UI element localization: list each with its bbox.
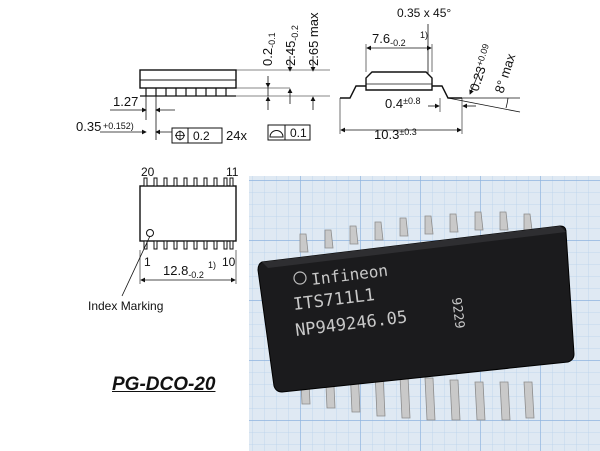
- chamfer-label: 0.35 x 45°: [397, 6, 451, 20]
- side-view: 1.27 0.35 +0.152) 0.2 24x 0.1 0.2-0.1: [76, 12, 330, 144]
- position-tolerance-count: 24x: [226, 128, 247, 143]
- body-width-label: 7.6-0.2: [372, 31, 406, 48]
- pin-20-label: 20: [141, 165, 155, 179]
- top-view: 20 11 1 10 12.8-0.2 1) Index Marking: [88, 165, 239, 313]
- flatness-tolerance-box: [267, 124, 311, 141]
- body-width-note: 1): [420, 30, 428, 40]
- top-view-top-leads: [143, 177, 234, 187]
- top-view-bottom-leads: [143, 240, 234, 250]
- chip-photo: Infineon ITS711L1 NP949246.05 9229: [249, 176, 600, 451]
- side-view-leads: [140, 88, 236, 97]
- pin-1-label: 1: [144, 255, 151, 269]
- side-view-body: [139, 69, 237, 89]
- max-height-label: 2.65 max: [306, 12, 321, 66]
- chip-leads: [299, 211, 535, 421]
- pin-10-label: 10: [222, 255, 236, 269]
- standoff-label: 0.2-0.1: [260, 32, 277, 66]
- foot-length-label: 0.4±0.8: [385, 96, 421, 111]
- body-height-label: 2.45-0.2: [283, 25, 300, 66]
- index-marking-label: Index Marking: [88, 299, 163, 313]
- end-view: 0.35 x 45° 7.6-0.2 1) 0.23+0.09 8° max 0…: [339, 6, 521, 142]
- lead-width-tol: +0.152): [103, 121, 134, 131]
- end-view-left-lead: [340, 85, 366, 99]
- body-length-note: 1): [208, 260, 216, 270]
- position-tolerance-box: [171, 127, 223, 144]
- pin-11-label: 11: [226, 165, 239, 179]
- position-tolerance-value: 0.2: [193, 129, 210, 143]
- pitch-label: 1.27: [113, 94, 138, 109]
- chip-marking-date: 9229: [448, 297, 467, 330]
- lead-thickness-label: 0.23+0.09: [467, 43, 496, 93]
- end-view-right-lead: [432, 85, 462, 99]
- flatness-symbol-icon: [269, 130, 284, 138]
- chip-body: [257, 225, 575, 393]
- position-symbol-icon: [175, 130, 185, 141]
- lead-angle-label: 8° max: [492, 51, 519, 95]
- package-name: PG-DCO-20: [112, 374, 216, 395]
- top-view-body: [139, 185, 237, 242]
- overall-width-label: 10.3±0.3: [374, 127, 417, 142]
- lead-width-label: 0.35: [76, 119, 101, 134]
- index-dot-icon: [146, 229, 154, 237]
- end-view-body: [365, 71, 433, 91]
- body-length-label: 12.8-0.2: [163, 263, 204, 280]
- flatness-tolerance-value: 0.1: [290, 126, 307, 140]
